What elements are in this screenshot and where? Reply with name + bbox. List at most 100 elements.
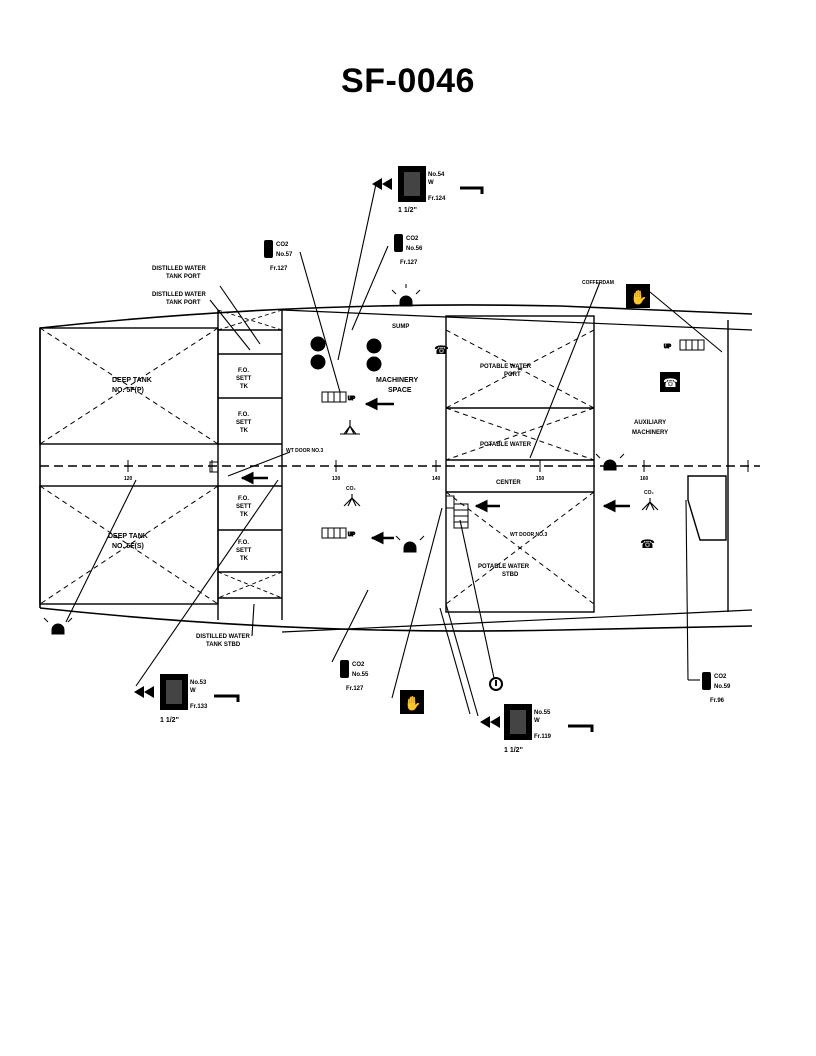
fire-hydrant-no55: No.55 W Fr.119 1 1/2" [480,704,594,754]
co2-extinguisher-no55: CO2 No.55 Fr.127 [340,660,369,692]
deep-tank-stbd-label: NO. 5F(S) [112,543,144,550]
extinguisher-agent: CO2 [406,236,419,242]
svg-text:CO₂: CO₂ [346,486,356,492]
extinguisher-agent: CO2 [352,662,365,668]
compartment-labels: DISTILLED WATER TANK PORT DISTILLED WATE… [108,266,668,648]
fo-sett-tank-label: SETT [236,420,252,426]
extinguisher-frame: Fr.127 [400,260,418,266]
potable-water-stbd-label: STBD [502,572,519,578]
emergency-signal-icon [489,677,503,691]
manual-pull-station-icon: ✋ [400,690,424,714]
extinguisher-agent: CO2 [714,674,727,680]
up-label: UP [348,396,356,402]
distilled-water-tank-stbd-label: DISTILLED WATER [196,634,251,640]
hydrant-frame: Fr.133 [190,704,208,710]
telephone-icon: ☎ ☎ [434,343,655,551]
svg-text:✋: ✋ [630,289,647,306]
hydrant-frame: Fr.119 [534,734,552,740]
extinguisher-id: No.56 [406,246,423,252]
cofferdam-label: COFFERDAM [582,280,614,286]
frame-tick: 120 [124,476,133,482]
svg-text:CO₂: CO₂ [644,490,654,496]
svg-text:☎: ☎ [663,376,678,390]
extinguisher-frame: Fr.127 [346,686,364,692]
hydrant-type: W [190,688,196,694]
fire-pump-icons [310,336,382,372]
hydrant-type: W [534,718,540,724]
alarm-bell-icon [43,617,73,635]
distilled-water-tank-port-label: TANK PORT [166,300,201,306]
page-title: SF-0046 [341,62,475,100]
frame-tick: 150 [536,476,545,482]
hydrant-size: 1 1/2" [160,717,179,724]
fire-hydrant-no54: No.54 W Fr.124 1 1/2" [372,166,484,214]
ladder-icon [321,391,347,403]
distilled-water-tank-stbd-label: TANK STBD [206,642,241,648]
distilled-water-tank-port-label: TANK PORT [166,274,201,280]
co2-extinguisher-no57: CO2 No.57 Fr.127 [264,240,293,272]
alarm-bell-icon [395,535,425,553]
hydrant-size: 1 1/2" [504,747,523,754]
fire-hydrant-no53: No.53 W Fr.133 1 1/2" [134,674,240,724]
extinguisher-id: No.55 [352,672,369,678]
fo-sett-tank-label: TK [240,384,249,390]
wt-door-label: WT DOOR NO.3 [286,448,323,454]
potable-water-port-label: PORT [504,372,521,378]
extinguisher-id: No.57 [276,252,293,258]
hull-outline [39,304,753,633]
svg-text:☎: ☎ [434,343,449,357]
frame-tick-labels: 120 130 140 150 160 [124,476,649,482]
potable-water-center-label: CENTER [496,480,521,486]
fo-sett-tank-label: SETT [236,548,252,554]
co2-nozzle-icon [340,420,360,435]
fo-sett-tank-label: SETT [236,504,252,510]
co2-nozzle-icon: CO₂ [641,490,659,511]
fo-sett-tank-label: F.O. [238,540,249,546]
fo-sett-tank-label: F.O. [238,368,249,374]
up-label: UP [664,344,672,350]
extinguisher-frame: Fr.127 [270,266,288,272]
fo-sett-tank-label: TK [240,556,249,562]
wt-door-label: WT DOOR NO.3 [510,532,547,538]
potable-water-port-label: POTABLE WATER [480,364,532,370]
sump-label: SUMP [392,324,409,330]
frame-tick: 160 [640,476,649,482]
ladder-icon [321,527,347,539]
fo-sett-tank-label: SETT [236,376,252,382]
hydrant-frame: Fr.124 [428,196,446,202]
svg-text:✋: ✋ [404,695,421,712]
extinguisher-frame: Fr.96 [710,698,725,704]
hydrant-type: W [428,180,434,186]
centerline [40,460,760,472]
co2-nozzle-icon: CO₂ [343,486,361,507]
ladder-icon [453,503,469,529]
deep-tank-port-label: NO. 5F(P) [112,387,144,394]
frame-tick: 140 [432,476,441,482]
hydrant-size: 1 1/2" [398,207,417,214]
alarm-bell-icon [391,284,421,307]
up-label: UP [348,532,356,538]
alarm-bell-icon [595,453,625,471]
fo-sett-tank-label: TK [240,512,249,518]
distilled-water-tank-port-label: DISTILLED WATER [152,292,207,298]
frame-tick: 130 [332,476,341,482]
co2-extinguisher-no59: CO2 No.59 Fr.96 [702,672,731,704]
fo-sett-tank-label: F.O. [238,496,249,502]
watertight-door-icons [209,461,455,509]
leader-lines [65,183,723,717]
auxiliary-machinery-label: MACHINERY [632,430,668,436]
hydrant-id: No.54 [428,172,445,178]
extinguisher-agent: CO2 [276,242,289,248]
deep-tank-stbd-label: DEEP TANK [108,533,148,540]
fo-sett-tank-label: TK [240,428,249,434]
ladders: UP UP UP [321,339,705,539]
manual-pull-station-icon: ✋ [626,284,650,308]
potable-water-center-label: POTABLE WATER [480,442,532,448]
distilled-water-tank-port-label: DISTILLED WATER [152,266,207,272]
svg-text:☎: ☎ [640,537,655,551]
telephone-booth-icon: ☎ [660,372,680,392]
potable-water-stbd-label: POTABLE WATER [478,564,530,570]
escape-arrows [240,397,630,545]
machinery-space-label: SPACE [388,387,412,394]
ladder-icon [679,339,705,351]
